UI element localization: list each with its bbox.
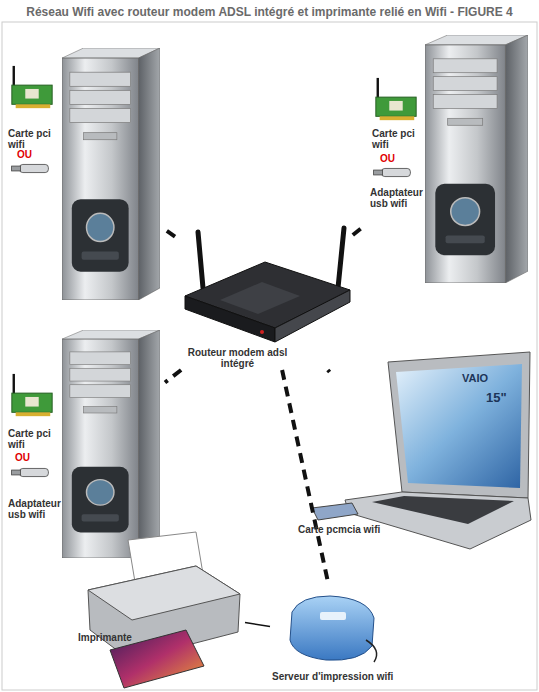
pcmcia-card-icon [312,503,358,520]
device-label: OU [15,452,45,463]
wifi-link [165,370,181,383]
device-label: Routeur modem adsl intégré [175,347,300,369]
print-server-body [290,596,374,660]
usb-adapter-icon [12,164,49,172]
device-label: OU [17,149,47,160]
figure-frame [2,22,537,690]
printer-illustration [88,532,240,688]
pc-tower [62,330,160,558]
device-label: Carte pci wifi [8,428,60,450]
wifi-link [328,370,330,372]
screen-marking: 15" [486,390,507,405]
power-cable [366,640,377,662]
print-server-illustration [290,596,377,662]
router-led [260,330,264,334]
device-label: Carte pci wifi [8,128,60,150]
figure-title: Réseau Wifi avec routeur modem ADSL inté… [0,5,539,19]
laptop-lid [388,352,530,498]
printer-top [88,566,240,620]
device-node: Carte pci wifiOU [5,45,165,300]
pci-card-icon [376,78,416,120]
screen-marking: VAIO [462,372,488,384]
device-node: Routeur modem adsl intégré [175,235,360,370]
device-label: Carte pcmcia wifi [298,524,408,535]
laptop-keyboard [372,496,514,524]
wifi-link [353,225,365,235]
device-label: Carte pci wifi [372,128,424,150]
device-node: Carte pci wifiOU Adaptateur usb wifi [5,330,165,560]
usb-adapter-icon [12,468,49,476]
device-node: Serveur d'impression wifi [270,585,410,690]
device-label: Adaptateur usb wifi [8,498,80,520]
device-node: Carte pci wifiOU Adaptateur usb wifi [365,35,530,285]
router-illustration [185,228,350,342]
laptop-base [345,492,531,549]
router-panel [220,282,300,314]
device-label: Adaptateur usb wifi [370,187,442,209]
pc-tower [425,35,528,283]
device-label: OU [380,153,410,164]
wifi-link [282,370,329,585]
laptop-illustration [312,352,531,549]
wifi-link [165,230,175,237]
device-label: Imprimante [78,632,158,643]
router-antenna [338,228,344,288]
router-antenna [198,232,203,288]
device-label: Serveur d'impression wifi [272,671,410,682]
pci-card-icon [12,374,52,416]
print-server-label [320,612,346,620]
device-node: Imprimante [75,530,245,688]
usb-adapter-icon [374,168,411,176]
pc-tower [62,48,160,300]
pci-card-icon [12,66,52,108]
laptop-screen [396,364,522,488]
cable-link [245,623,270,627]
